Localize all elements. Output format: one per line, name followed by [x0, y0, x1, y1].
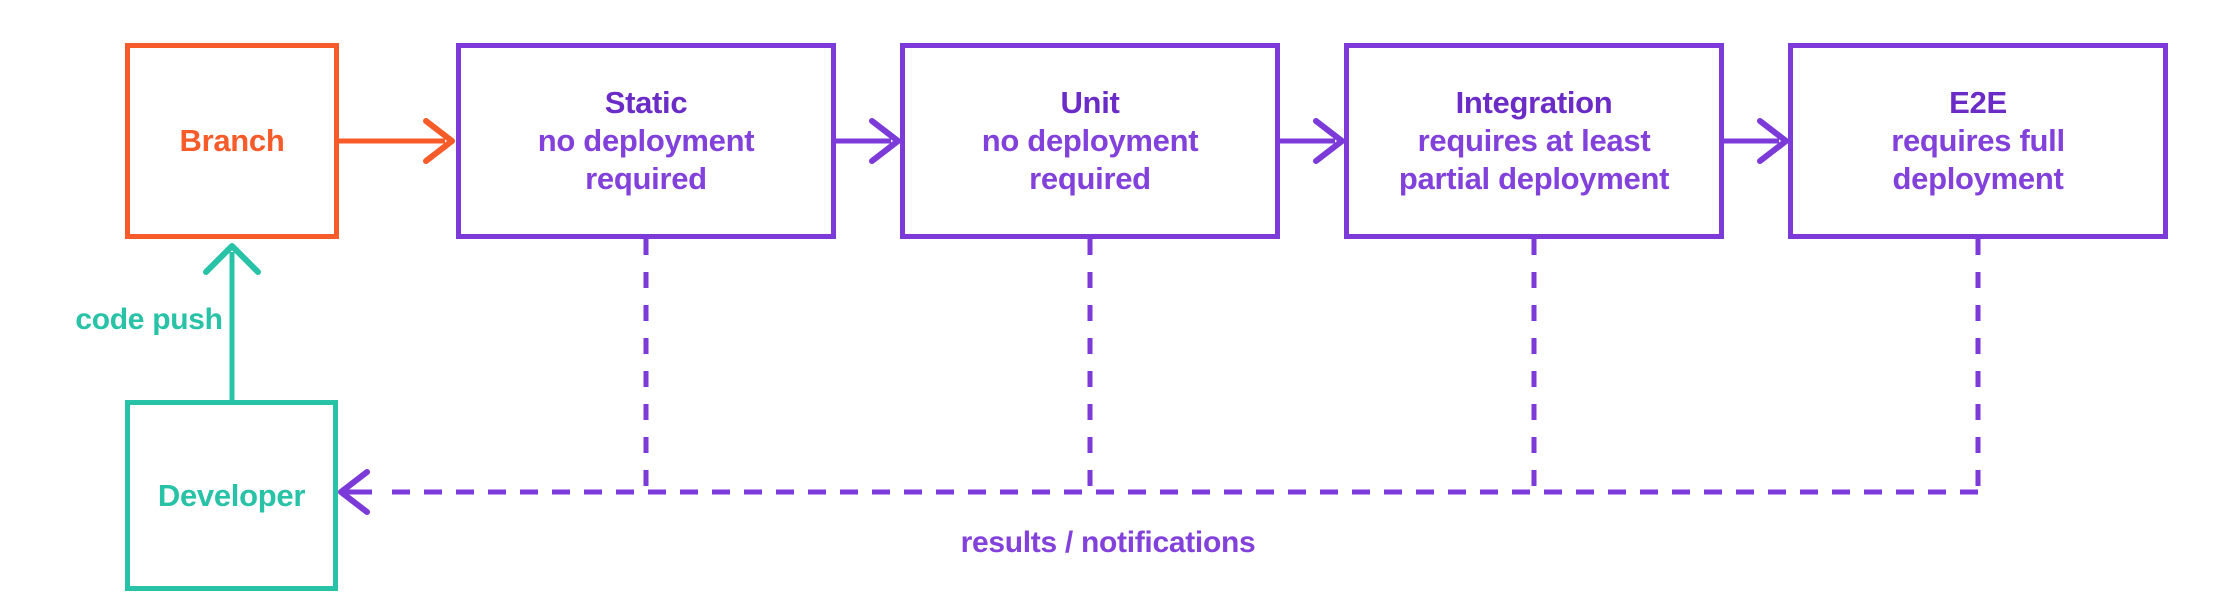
node-title: Unit	[1060, 85, 1120, 120]
node-subtitle-line: required	[1029, 161, 1151, 196]
node-subtitle-line: required	[585, 161, 707, 196]
node-unit: Unit no deployment required	[900, 43, 1280, 239]
node-static: Static no deployment required	[456, 43, 836, 239]
node-subtitle-line: no deployment	[537, 123, 755, 158]
node-subtitle-line: deployment	[1892, 161, 2064, 196]
node-subtitle-line: requires at least	[1417, 123, 1651, 158]
node-title: Integration	[1455, 85, 1613, 120]
node-subtitle-line: no deployment	[981, 123, 1199, 158]
node-integration: Integration requires at least partial de…	[1344, 43, 1724, 239]
edge-label-results-notifications: results / notifications	[960, 526, 1256, 559]
node-subtitle-line: requires full	[1891, 123, 2065, 158]
arrow-unit-to-integration	[1280, 118, 1345, 164]
node-title: E2E	[1949, 85, 2007, 120]
node-branch: Branch	[125, 43, 339, 239]
arrow-code-push	[203, 243, 261, 400]
arrow-results-to-developer	[338, 469, 1978, 515]
edge-label-code-push: code push	[75, 303, 223, 336]
node-developer: Developer	[125, 400, 338, 591]
node-subtitle-line: partial deployment	[1398, 161, 1670, 196]
arrow-integration-to-e2e	[1724, 118, 1789, 164]
node-e2e: E2E requires full deployment	[1788, 43, 2168, 239]
arrow-static-to-unit	[836, 118, 901, 164]
arrow-branch-to-static	[339, 118, 455, 164]
node-title: Developer	[157, 477, 306, 513]
node-title: Branch	[179, 123, 285, 158]
node-title: Static	[604, 85, 688, 120]
